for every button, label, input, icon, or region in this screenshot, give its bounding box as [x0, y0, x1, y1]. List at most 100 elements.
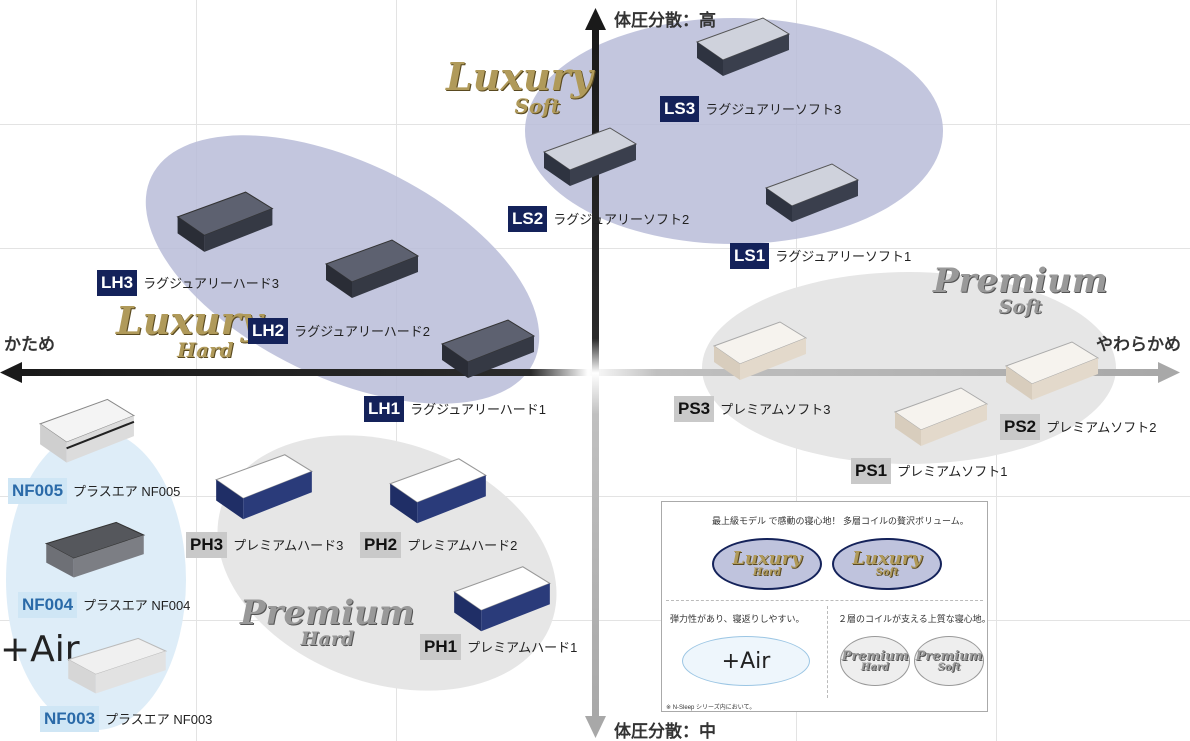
mattress-ps3-image: [712, 321, 808, 380]
mattress-ls1-image: [764, 163, 860, 222]
horizontal-axis: [18, 369, 1158, 376]
product-name: プラスエア NF003: [105, 712, 213, 728]
product-code: PH2: [360, 532, 402, 558]
product-ps3[interactable]: PS3 プレミアムソフト3: [674, 396, 830, 422]
product-name: プレミアムソフト2: [1046, 420, 1157, 436]
product-ph3[interactable]: PH3 プレミアムハード3: [186, 532, 343, 558]
product-name: プレミアムハード1: [467, 640, 578, 656]
mattress-lh2-image: [324, 239, 420, 298]
mattress-ls3-image: [695, 17, 791, 76]
luxury-soft-title: Luxury Soft: [446, 58, 593, 118]
legend-top-text-content: 最上級モデル で感動の寝心地！ 多層コイルの贅沢ボリューム。: [712, 516, 969, 526]
product-code: LH1: [364, 396, 405, 422]
legend-premium-hard-line2: Hard: [860, 661, 890, 673]
legend-plus-air: +Air: [682, 636, 810, 686]
legend-footnote: ※ N-Sleep シリーズ内において。: [666, 705, 756, 711]
product-code: LS2: [508, 206, 548, 232]
axis-label-top: 体圧分散：高: [614, 11, 716, 30]
product-code: PS3: [674, 396, 715, 422]
legend-luxury-soft-line2: Soft: [875, 567, 899, 578]
product-code: LH3: [97, 270, 138, 296]
premium-hard-title-line1: Premium: [240, 593, 415, 633]
legend-divider-v: [827, 606, 828, 698]
mattress-ps2-image: [1004, 341, 1100, 400]
product-name: ラグジュアリーハード1: [410, 402, 546, 418]
plus-air-logo: +Air: [0, 629, 80, 670]
premium-hard-title: Premium Hard: [240, 596, 415, 649]
product-code: PS1: [851, 458, 892, 484]
product-ph2[interactable]: PH2 プレミアムハード2: [360, 532, 517, 558]
luxury-hard-title: Luxury Hard: [116, 298, 263, 362]
product-name: プレミアムハード2: [407, 538, 518, 554]
product-code: NF005: [8, 478, 68, 504]
legend-luxury-soft-line1: Luxury: [852, 548, 922, 569]
down-arrow: [585, 716, 606, 738]
mattress-ph3-image: [215, 454, 313, 520]
product-name: プレミアムハード3: [233, 538, 344, 554]
product-name: ラグジュアリーハード3: [143, 276, 279, 292]
product-ps1[interactable]: PS1 プレミアムソフト1: [851, 458, 1007, 484]
legend-left-text: 弾力性があり、寝返りしやすい。: [670, 614, 805, 624]
legend-luxury-hard: Luxury Hard: [712, 538, 822, 590]
premium-soft-title-line2: Soft: [998, 296, 1043, 318]
legend-plus-air-logo: +Air: [721, 648, 771, 674]
right-arrow: [1158, 362, 1180, 383]
product-code: PH3: [186, 532, 228, 558]
mattress-ps1-image: [893, 387, 989, 446]
product-ps2[interactable]: PS2 プレミアムソフト2: [1000, 414, 1156, 440]
legend-premium-soft-line2: Soft: [937, 661, 961, 673]
product-lh2[interactable]: LH2 ラグジュアリーハード2: [248, 318, 430, 344]
premium-soft-title-line1: Premium: [933, 261, 1108, 301]
mattress-lh1-image: [440, 319, 536, 378]
product-code: NF004: [18, 592, 78, 618]
mattress-nf003-image: [66, 637, 168, 694]
product-ph1[interactable]: PH1 プレミアムハード1: [420, 634, 577, 660]
premium-soft-title: Premium Soft: [933, 264, 1108, 317]
product-nf005[interactable]: NF005 プラスエア NF005: [8, 478, 180, 504]
product-name: ラグジュアリーソフト1: [775, 249, 912, 265]
left-arrow: [0, 362, 22, 383]
legend-luxury-hard-line2: Hard: [752, 567, 782, 578]
premium-hard-title-line2: Hard: [300, 628, 355, 650]
product-name: ラグジュアリーハード2: [294, 324, 430, 340]
product-code: LS3: [660, 96, 700, 122]
axis-label-right: やわらかめ: [1096, 335, 1181, 354]
product-nf004[interactable]: NF004 プラスエア NF004: [18, 592, 190, 618]
luxury-soft-title-line2: Soft: [514, 94, 561, 118]
product-ls1[interactable]: LS1 ラグジュアリーソフト1: [730, 243, 911, 269]
product-name: プレミアムソフト1: [897, 464, 1008, 480]
legend-premium-soft-line1: Premium: [915, 648, 983, 664]
product-name: ラグジュアリーソフト3: [705, 102, 842, 118]
legend-right-text: ２層のコイルが支える上質な寝心地。: [838, 614, 991, 624]
product-name: ラグジュアリーソフト2: [553, 212, 690, 228]
product-name: プラスエア NF005: [73, 484, 181, 500]
product-ls3[interactable]: LS3 ラグジュアリーソフト3: [660, 96, 841, 122]
product-code: PH1: [420, 634, 462, 660]
product-nf003[interactable]: NF003 プラスエア NF003: [40, 706, 212, 732]
mattress-nf005-image: [38, 398, 136, 463]
mattress-ls2-image: [542, 127, 638, 186]
mattress-nf004-image: [44, 521, 146, 578]
product-ls2[interactable]: LS2 ラグジュアリーソフト2: [508, 206, 689, 232]
legend-luxury-hard-line1: Luxury: [732, 548, 802, 569]
product-code: LH2: [248, 318, 289, 344]
up-arrow: [585, 8, 606, 30]
product-lh1[interactable]: LH1 ラグジュアリーハード1: [364, 396, 546, 422]
vertical-axis: [592, 28, 599, 718]
product-lh3[interactable]: LH3 ラグジュアリーハード3: [97, 270, 279, 296]
mattress-ph2-image: [389, 458, 487, 524]
legend-box: 最上級モデル で感動の寝心地！ 多層コイルの贅沢ボリューム。 Luxury Ha…: [661, 501, 991, 712]
legend-divider-h: [666, 600, 983, 601]
legend-top-text: 最上級モデル で感動の寝心地！ 多層コイルの贅沢ボリューム。: [712, 514, 969, 527]
axis-label-bottom: 体圧分散：中: [614, 722, 716, 741]
product-code: PS2: [1000, 414, 1041, 440]
luxury-hard-title-line1: Luxury: [116, 298, 263, 343]
mattress-ph1-image: [453, 566, 551, 632]
product-code: LS1: [730, 243, 770, 269]
legend-premium-hard: Premium Hard: [840, 636, 910, 686]
mattress-lh3-image: [176, 191, 274, 252]
product-code: NF003: [40, 706, 100, 732]
luxury-hard-title-line2: Hard: [177, 338, 234, 362]
